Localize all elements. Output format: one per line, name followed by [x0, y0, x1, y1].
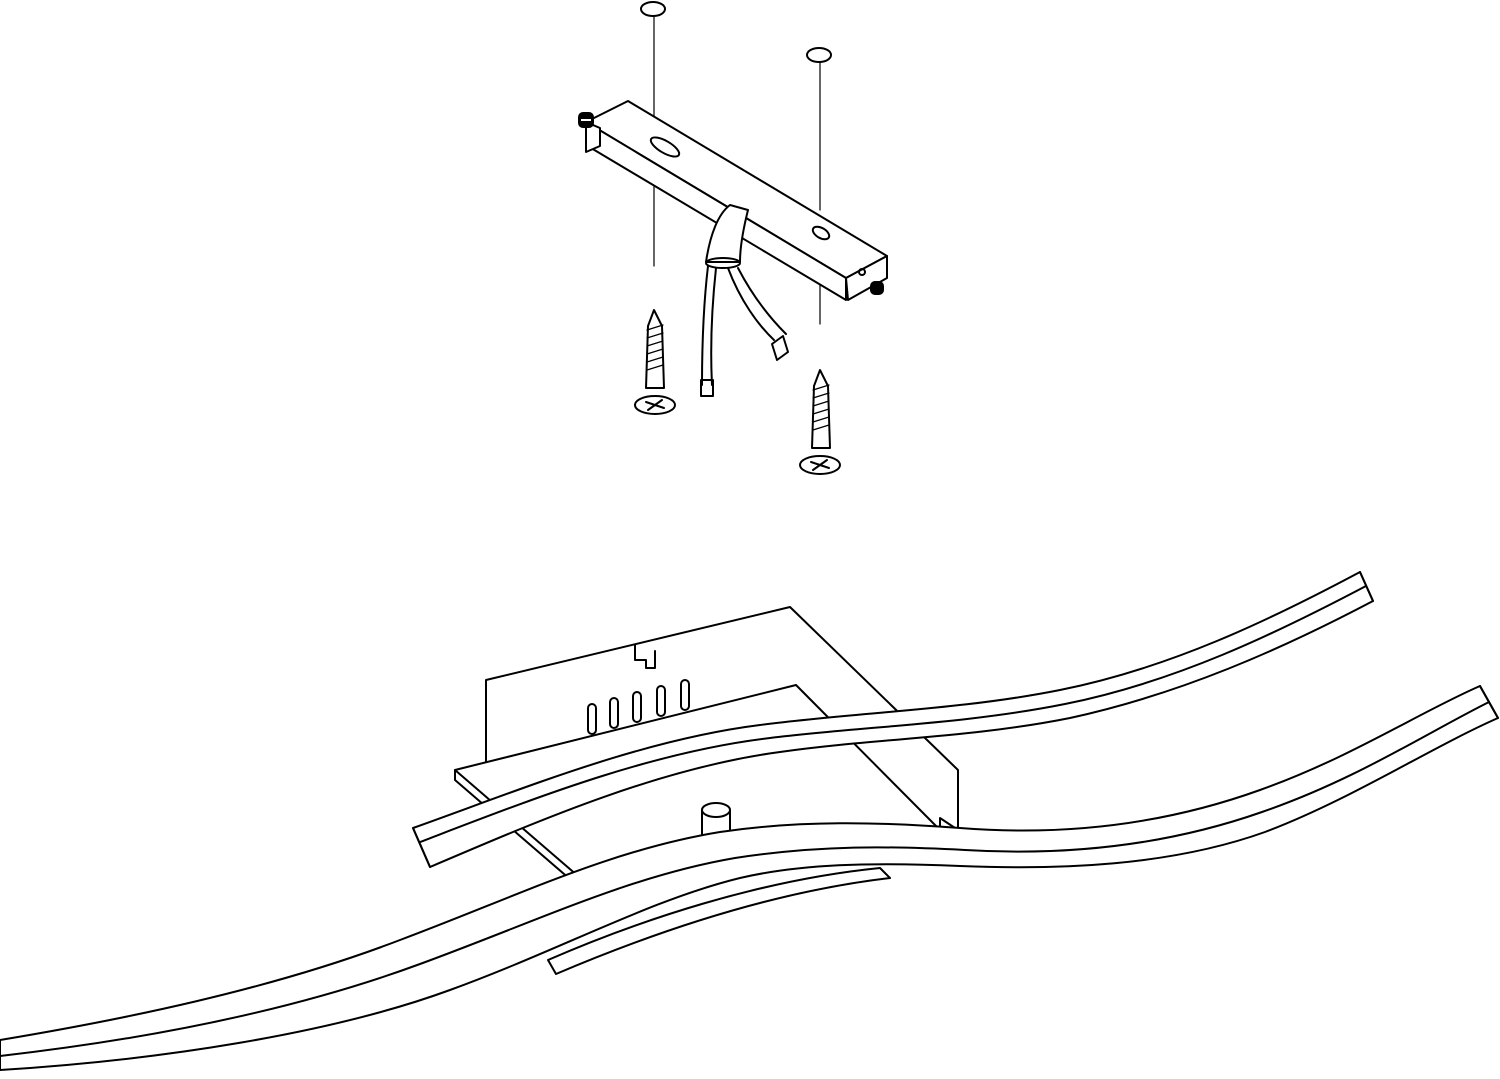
wall-plug-right [806, 47, 832, 63]
mounting-bracket [585, 100, 888, 301]
bracket-clamp-screw-right [870, 281, 884, 295]
mounting-screw-left [634, 309, 676, 415]
supply-cable [700, 204, 789, 397]
vent-slots [587, 679, 690, 735]
led-arm-lower [0, 685, 1499, 1071]
led-arm-upper [412, 571, 1374, 868]
mounting-screw-right [799, 369, 841, 475]
wall-plug-left [640, 1, 666, 17]
bracket-clamp-screw-left [578, 112, 594, 128]
